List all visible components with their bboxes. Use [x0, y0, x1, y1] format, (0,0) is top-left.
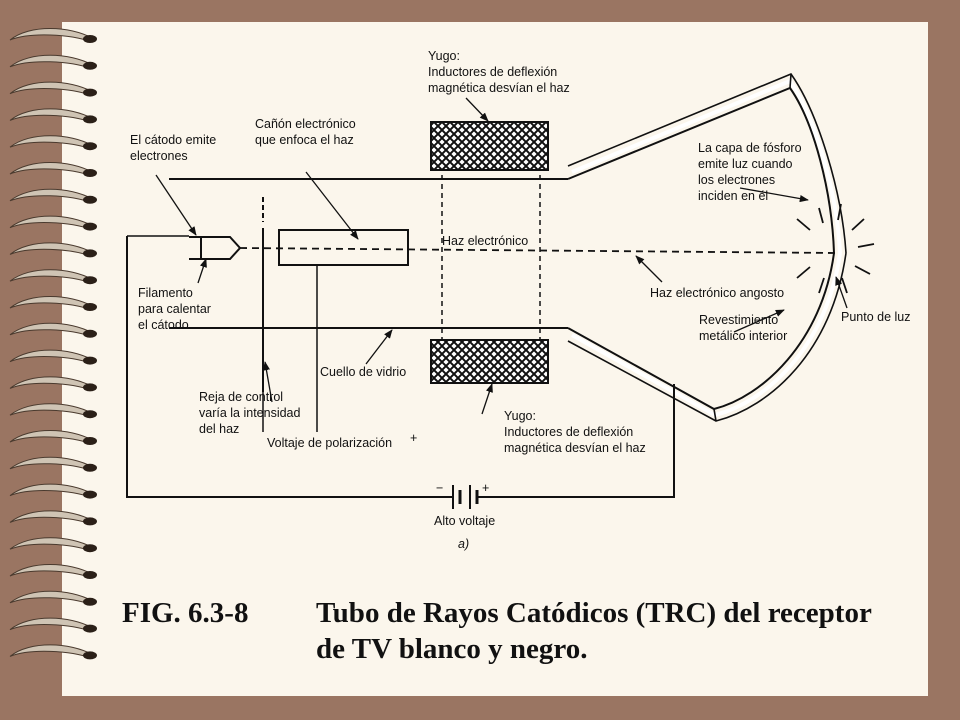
- binding-hole: [83, 571, 97, 579]
- binding-ring: [9, 322, 93, 338]
- binding-ring: [9, 296, 93, 311]
- binding-ring: [9, 510, 93, 525]
- yoke-bottom: [430, 339, 549, 384]
- binding-hole: [83, 142, 97, 151]
- binding-hole: [83, 61, 97, 70]
- binding-hole: [83, 597, 97, 606]
- binding-ring: [9, 590, 93, 606]
- binding-hole: [83, 437, 97, 445]
- binding-hole: [83, 356, 97, 365]
- bell-bottom-wall: [567, 252, 835, 411]
- label-battery-minus: −: [436, 481, 443, 495]
- binding-ring: [9, 188, 93, 204]
- label-bias-voltage: Voltaje de polarización: [267, 436, 392, 450]
- binding-ring: [9, 81, 93, 97]
- label-neck: Cuello de vidrio: [320, 365, 406, 379]
- binding-ring: [9, 537, 93, 552]
- binding-ring: [9, 108, 93, 123]
- binding-ring: [9, 162, 93, 177]
- binding-hole: [83, 651, 97, 660]
- label-high-voltage: Alto voltaje: [434, 514, 495, 528]
- coating-bottom: [567, 252, 847, 422]
- circuit-wire: [126, 236, 675, 498]
- label-light-spot: Punto de luz: [841, 310, 911, 324]
- binding-hole: [83, 115, 97, 124]
- binding-hole: [83, 463, 97, 472]
- binding-hole: [83, 249, 97, 258]
- binding-ring: [9, 564, 93, 579]
- binding-hole: [83, 544, 97, 553]
- label-bias-plus: +: [410, 431, 417, 445]
- binding-ring: [9, 269, 93, 284]
- binding-ring: [9, 135, 93, 150]
- label-subfigure: a): [458, 537, 469, 551]
- label-narrow-beam: Haz electrónico angosto: [650, 286, 784, 300]
- binding-ring: [9, 644, 93, 659]
- bell-top-wall: [567, 86, 835, 254]
- binding-hole: [83, 490, 97, 499]
- focus-anode: [278, 229, 409, 266]
- binding-hole: [83, 88, 97, 97]
- binding-hole: [83, 195, 97, 204]
- binding-hole: [83, 303, 97, 311]
- binding-hole: [83, 35, 97, 43]
- binding-ring: [9, 28, 93, 43]
- caption-number: FIG. 6.3-8: [122, 597, 249, 629]
- binding-ring: [9, 456, 93, 472]
- binding-hole: [83, 222, 97, 231]
- binding-ring: [9, 376, 93, 391]
- binding-hole: [83, 517, 97, 526]
- binding-ring: [9, 430, 93, 445]
- coating-top: [567, 73, 847, 254]
- yoke-top: [430, 121, 549, 171]
- binding-hole: [83, 329, 97, 338]
- cathode: [189, 236, 242, 260]
- binding-ring: [9, 215, 93, 231]
- binding-ring: [9, 483, 93, 499]
- binding-ring: [9, 349, 93, 365]
- binding-ring: [9, 617, 93, 633]
- label-beam: Haz electrónico: [442, 234, 528, 248]
- electron-beam: [239, 247, 839, 254]
- binding-hole: [83, 276, 97, 285]
- binding-hole: [83, 410, 97, 419]
- binding-ring: [9, 54, 93, 70]
- binding-ring: [9, 403, 93, 418]
- label-battery-plus: +: [482, 481, 489, 495]
- binding-hole: [83, 169, 97, 177]
- binding-hole: [83, 383, 97, 392]
- light-spot: [796, 203, 875, 294]
- binding-ring: [9, 242, 93, 257]
- binding-hole: [83, 624, 97, 633]
- caption-text: Tubo de Rayos Catódicos (TRC) del recept…: [316, 597, 872, 665]
